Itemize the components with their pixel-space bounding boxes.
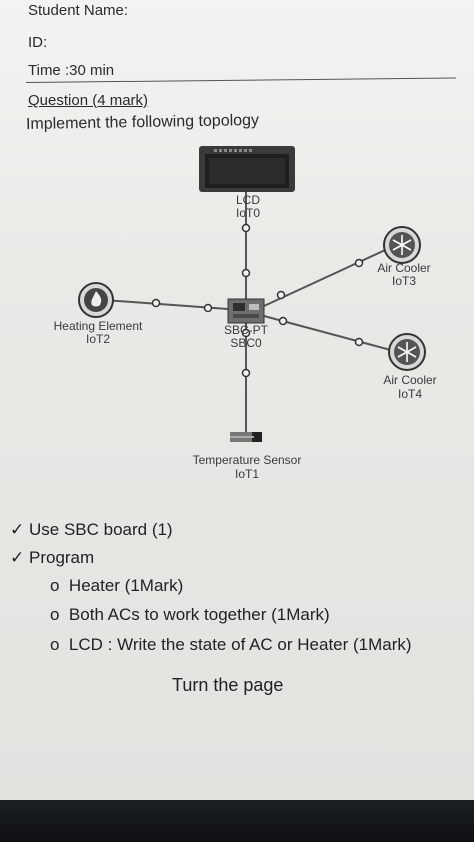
- sbc-label: SBC-PT: [223, 323, 268, 337]
- air-cooler-iot3-label: Air Cooler: [377, 261, 431, 275]
- list-item: o Both ACs to work together (1Mark): [50, 605, 330, 624]
- sbc-board-icon: [227, 298, 265, 324]
- turn-page-note: Turn the page: [172, 675, 284, 695]
- heating-element-icon: [78, 282, 114, 318]
- bullet-icon: o: [50, 576, 60, 595]
- heating-element-id: IoT2: [85, 332, 110, 346]
- list-item: ✓ Use SBC board (1): [10, 520, 173, 539]
- question-heading: Question (4 mark): [28, 92, 149, 109]
- air-cooler-iot3-id: IoT3: [391, 274, 416, 288]
- checkmark-icon: ✓: [10, 520, 25, 539]
- temperature-sensor-label: Temperature Sensor: [192, 453, 302, 467]
- heating-element-label: Heating Element: [53, 319, 143, 333]
- instruction-text: Implement the following topology: [25, 111, 260, 133]
- bullet-icon: o: [50, 605, 60, 624]
- temperature-sensor-icon: [230, 432, 262, 442]
- exam-sheet: Student Name: ID: Time :30 min Question …: [0, 0, 474, 800]
- air-cooler-iot4-id: IoT4: [397, 387, 422, 401]
- time-limit: Time :30 min: [28, 62, 115, 79]
- desk-surface: [0, 800, 474, 842]
- air-cooler-iot4-icon: [388, 333, 426, 371]
- temperature-sensor-id: IoT1: [234, 467, 259, 481]
- list-item: ✓ Program: [10, 548, 95, 567]
- checkmark-icon: ✓: [10, 548, 25, 567]
- sbc-id: SBC0: [230, 336, 262, 350]
- air-cooler-iot4-label: Air Cooler: [383, 373, 437, 387]
- connector-dots: [151, 223, 364, 378]
- list-item: o Heater (1Mark): [50, 576, 184, 595]
- bullet-icon: o: [50, 635, 60, 654]
- lcd-label: LCD: [235, 193, 260, 207]
- air-cooler-iot3-icon: [383, 226, 421, 264]
- student-name-field: Student Name:: [28, 2, 129, 19]
- topology-diagram: [78, 146, 426, 442]
- list-item: o LCD : Write the state of AC or Heater …: [50, 635, 412, 654]
- lcd-id: IoT0: [235, 206, 260, 220]
- id-field: ID:: [28, 34, 48, 51]
- lcd-device-icon: [199, 146, 295, 192]
